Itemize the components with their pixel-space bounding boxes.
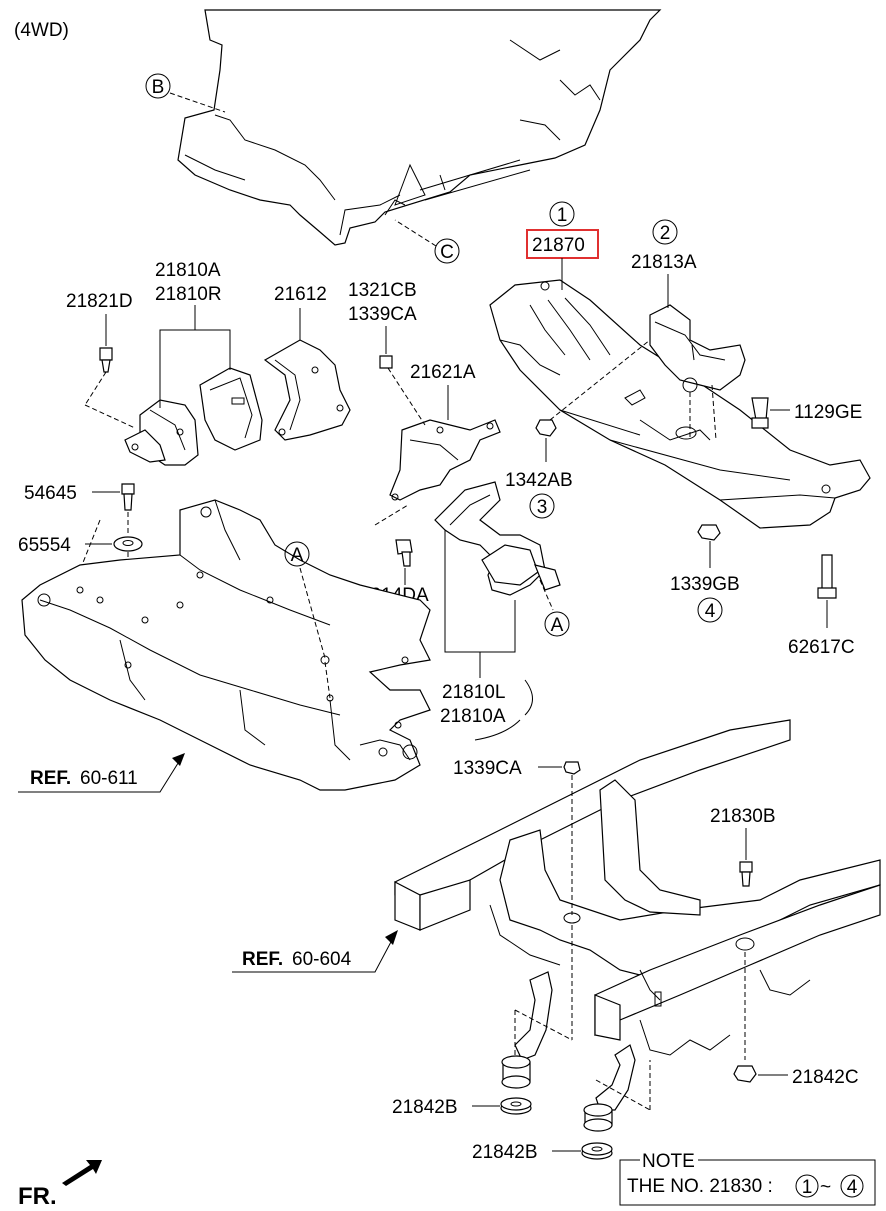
part-1342ab-group[interactable]: 1342AB 3 <box>505 470 573 519</box>
part-21870-label[interactable]: 21870 <box>532 235 585 256</box>
number-1: 1 <box>557 205 568 226</box>
bushing-21842b-b-drawing <box>552 1142 613 1160</box>
part-1339gb-group[interactable]: 1339GB 4 <box>670 574 740 623</box>
ref-60-611-value[interactable]: 60-611 <box>80 768 138 789</box>
bracket-21621a-drawing <box>389 419 501 501</box>
bolt-1321cb-drawing <box>379 355 426 426</box>
mount-21810r-drawing <box>199 367 263 451</box>
note-box: NOTE THE NO. 21830 : 1 ~ 4 <box>619 1151 876 1206</box>
part-21842c-label[interactable]: 21842C <box>792 1067 859 1088</box>
part-21810l-label[interactable]: 21810L <box>442 682 505 703</box>
part-21830b-label[interactable]: 21830B <box>710 806 776 827</box>
part-21821d-label[interactable]: 21821D <box>66 291 133 312</box>
part-1342ab-label[interactable]: 1342AB <box>505 470 573 491</box>
part-62617c-label[interactable]: 62617C <box>788 637 855 658</box>
front-orientation: FR. <box>18 1160 102 1210</box>
part-21842b-b-label[interactable]: 21842B <box>472 1142 538 1163</box>
part-21813a-group[interactable]: 2 21813A <box>631 219 697 308</box>
frame-bracket-right-drawing <box>595 1044 651 1111</box>
mount-21810l-drawing <box>434 481 561 611</box>
nut-1342ab-drawing <box>535 339 651 462</box>
ref-60-604-value[interactable]: 60-604 <box>292 949 352 970</box>
part-1129ge-label[interactable]: 1129GE <box>794 402 862 423</box>
bolt-1014da-drawing <box>374 504 413 585</box>
callout-c: C <box>394 219 460 264</box>
nut-1339gb-drawing <box>697 524 721 568</box>
callout-c-letter: C <box>440 242 454 263</box>
number-4: 4 <box>705 601 716 622</box>
part-21842b-a-label[interactable]: 21842B <box>392 1097 458 1118</box>
part-1339ca-bottom-label[interactable]: 1339CA <box>453 758 522 779</box>
part-1339gb-label[interactable]: 1339GB <box>670 574 740 595</box>
bracket-21612-drawing <box>263 339 351 441</box>
part-21810a-top-label[interactable]: 21810A <box>155 260 221 281</box>
bolt-54645-drawing <box>92 483 135 535</box>
callout-b-letter: B <box>152 77 165 98</box>
callout-a-bottom-letter: A <box>551 615 564 636</box>
arrow-head <box>385 930 398 945</box>
mount-21810a-drawing <box>124 399 199 466</box>
note-range-start: 1 <box>802 1177 813 1198</box>
front-arrow-icon <box>62 1160 102 1186</box>
subframe-drawing <box>21 499 431 791</box>
number-2: 2 <box>660 223 671 244</box>
callout-a-bottom: A <box>544 611 570 637</box>
ref-60-604-prefix[interactable]: REF. <box>242 949 283 970</box>
callout-a-top: A <box>284 541 310 567</box>
nut-21842c-drawing <box>733 1065 788 1083</box>
bolt-1339ca-bottom-drawing <box>538 761 581 775</box>
bolt-21821d-drawing <box>84 347 136 429</box>
bushing-upper-drawing <box>501 1055 531 1089</box>
bracket-21813a-drawing <box>649 304 746 441</box>
note-range-end: 4 <box>847 1177 858 1198</box>
brace-21810l <box>524 679 533 716</box>
part-21612-label[interactable]: 21612 <box>274 284 327 305</box>
note-text: THE NO. 21830 : <box>627 1176 773 1197</box>
part-21870-group[interactable]: 1 21870 <box>526 201 599 290</box>
part-21810r-label[interactable]: 21810R <box>155 284 222 305</box>
leader-21810a-bottom <box>474 719 521 741</box>
bolt-21830b-drawing <box>739 828 753 887</box>
note-range-separator: ~ <box>820 1177 831 1198</box>
part-21810a-bottom-label[interactable]: 21810A <box>440 706 506 727</box>
frame-drawing <box>394 719 881 1060</box>
engine-assembly-drawing <box>177 9 662 246</box>
bolt-1129ge-drawing <box>751 397 790 429</box>
part-21621a-label[interactable]: 21621A <box>410 362 476 383</box>
crossmember-21870-drawing <box>489 279 871 529</box>
part-54645-label[interactable]: 54645 <box>24 483 77 504</box>
bushing-lower-right-drawing <box>583 1103 613 1132</box>
callout-a-top-letter: A <box>291 545 304 566</box>
part-65554-label[interactable]: 65554 <box>18 535 71 556</box>
part-1321cb-label[interactable]: 1321CB <box>348 280 417 301</box>
ref-60-611[interactable]: REF. 60-611 <box>18 753 185 793</box>
bolt-62617c-drawing <box>817 554 837 628</box>
callout-b: B <box>145 73 226 113</box>
number-3: 3 <box>537 497 548 518</box>
part-1339ca-top-label[interactable]: 1339CA <box>348 304 417 325</box>
variant-label: (4WD) <box>14 20 69 41</box>
arrow-head <box>172 753 185 766</box>
frame-bracket-left-drawing <box>514 971 573 1061</box>
ref-60-604[interactable]: REF. 60-604 <box>232 930 398 973</box>
ref-60-611-prefix[interactable]: REF. <box>30 768 71 789</box>
bushing-21842b-a-drawing <box>472 1097 532 1115</box>
front-label: FR. <box>18 1183 57 1210</box>
part-21813a-label[interactable]: 21813A <box>631 252 697 273</box>
note-title: NOTE <box>642 1151 695 1172</box>
